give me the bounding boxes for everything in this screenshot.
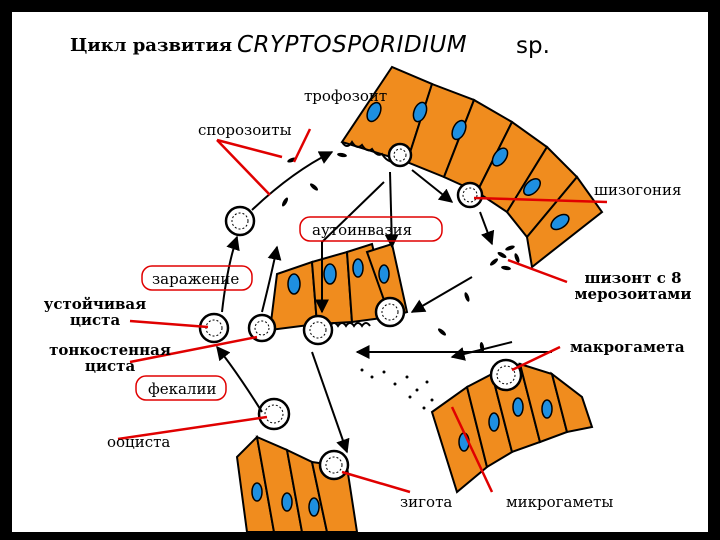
label-schizont: шизонт с 8 мерозоитами (573, 270, 693, 302)
label-zygote: зигота (400, 493, 453, 511)
label-oocyst: ооциста (107, 433, 171, 451)
label-microgametes: микрогаметы (506, 493, 614, 511)
pointer-lines (117, 128, 608, 494)
label-macrogamete: макрогамета (570, 338, 685, 356)
diagram-title-suffix: sp. (516, 33, 550, 59)
epithelium-bottom-right-nuclei (458, 397, 553, 452)
diagram-canvas: Цикл развития CRYPTOSPORIDIUM sp. трофоз… (12, 12, 708, 532)
label-feces: фекалии (148, 380, 217, 398)
microgametes-dots (360, 368, 434, 410)
label-resistant-cyst-line2: циста (69, 311, 121, 329)
epithelium-bottom-left-nuclei (251, 482, 320, 517)
epithelium-middle-nuclei (287, 258, 390, 295)
label-resistant-cyst-line1: устойчивая (43, 295, 147, 313)
epithelium-top-nuclei (366, 101, 570, 231)
label-trophozoite: трофозоит (304, 87, 388, 105)
label-thin-cyst-line1: тонкостенная (49, 341, 171, 359)
label-schizogony: шизогония (594, 181, 682, 199)
parasite-stages (198, 142, 523, 481)
diagram-title-genus: CRYPTOSPORIDIUM (237, 32, 468, 58)
epithelium-top-arc (340, 65, 604, 269)
diagram-title-prefix: Цикл развития (70, 35, 233, 56)
schizont-merozoites (489, 245, 520, 271)
label-resistant-cyst: устойчивая циста (40, 296, 150, 328)
label-schizont-line1: шизонт с 8 (584, 269, 682, 287)
label-autoinvasion: аутоинвазия (312, 221, 413, 239)
microvilli-top (341, 140, 395, 163)
cycle-arrows (216, 151, 552, 454)
label-thin-walled-cyst: тонкостенная циста (40, 342, 180, 374)
parasite-stage-granules (205, 148, 516, 474)
label-sporozoites: спорозоиты (198, 121, 292, 139)
label-frames (135, 216, 443, 401)
label-thin-cyst-line2: циста (84, 357, 136, 375)
label-schizont-line2: мерозоитами (574, 285, 692, 303)
life-cycle-diagram (117, 65, 608, 532)
label-infection: заражение (152, 270, 240, 288)
